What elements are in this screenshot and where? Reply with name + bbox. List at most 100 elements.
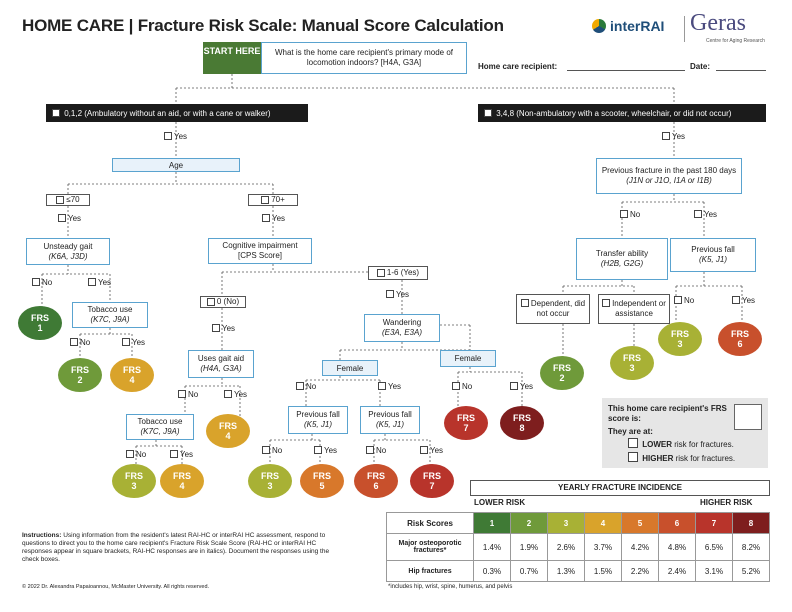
higher-risk-option[interactable]: HIGHER risk for fractures.	[628, 452, 735, 463]
age-le70-option[interactable]: ≤70	[46, 194, 90, 206]
yes-checkbox[interactable]	[314, 446, 322, 454]
independent-checkbox[interactable]	[602, 299, 611, 307]
no-checkbox[interactable]	[452, 382, 460, 390]
no-option[interactable]: No	[70, 338, 90, 347]
frs-score: 1	[37, 323, 43, 333]
yes-checkbox[interactable]	[58, 214, 66, 222]
yes-checkbox[interactable]	[510, 382, 518, 390]
tobacco-use-text: Tobacco use	[137, 417, 183, 426]
yes-option[interactable]: Yes	[122, 338, 145, 347]
no-checkbox[interactable]	[126, 450, 134, 458]
branch-ambulatory-checkbox[interactable]	[52, 109, 60, 117]
yes-option[interactable]: Yes	[212, 324, 235, 333]
no-option[interactable]: No	[296, 382, 316, 391]
yes-text: Yes	[174, 132, 188, 141]
uses-gait-aid-text: Uses gait aid	[197, 354, 245, 363]
yes-checkbox[interactable]	[212, 324, 220, 332]
no-checkbox[interactable]	[70, 338, 78, 346]
yes-checkbox[interactable]	[732, 296, 740, 304]
yes-checkbox[interactable]	[88, 278, 96, 286]
frs-score: 6	[373, 481, 379, 491]
cps-0-checkbox[interactable]	[206, 298, 215, 306]
cps-1-6-option[interactable]: 1-6 (Yes)	[368, 266, 428, 280]
lower-risk-checkbox[interactable]	[628, 438, 638, 448]
higher-risk-checkbox[interactable]	[628, 452, 638, 462]
frs-label: FRS	[71, 365, 89, 375]
previous-fall-code: (K5, J1)	[375, 420, 404, 429]
date-field[interactable]	[716, 70, 766, 71]
no-option[interactable]: No	[452, 382, 472, 391]
no-option[interactable]: No	[620, 210, 640, 219]
interrai-logo-text: interRAI	[610, 18, 665, 34]
yes-option[interactable]: Yes	[170, 450, 193, 459]
no-option[interactable]: No	[178, 390, 198, 399]
dependent-checkbox[interactable]	[520, 299, 529, 307]
yes-option[interactable]: Yes	[386, 290, 409, 299]
yes-option[interactable]: Yes	[224, 390, 247, 399]
no-text: No	[188, 390, 199, 399]
no-checkbox[interactable]	[296, 382, 304, 390]
no-option[interactable]: No	[32, 278, 52, 287]
yes-option[interactable]: Yes	[378, 382, 401, 391]
yes-text: Yes	[742, 296, 756, 305]
lower-risk-option[interactable]: LOWER risk for fractures.	[628, 438, 734, 449]
no-option[interactable]: No	[262, 446, 282, 455]
frs-score: 5	[319, 481, 325, 491]
cps-0-text: 0 (No)	[216, 297, 240, 306]
locomotion-question-text: What is the home care recipient's primar…	[274, 48, 454, 67]
yes-option[interactable]: Yes	[58, 214, 81, 223]
yes-checkbox[interactable]	[170, 450, 178, 458]
frs-label: FRS	[219, 421, 237, 431]
no-checkbox[interactable]	[674, 296, 682, 304]
yes-checkbox[interactable]	[262, 214, 270, 222]
yes-checkbox[interactable]	[694, 210, 702, 218]
no-checkbox[interactable]	[32, 278, 40, 286]
yes-option[interactable]: Yes	[662, 132, 685, 141]
yes-option[interactable]: Yes	[420, 446, 443, 455]
dependent-option[interactable]: Dependent, did not occur	[516, 294, 590, 324]
yes-text: Yes	[132, 338, 146, 347]
branch-non-ambulatory-checkbox[interactable]	[484, 109, 492, 117]
wandering-node: Wandering(E3A, E3A)	[364, 314, 440, 342]
age-70plus-option[interactable]: 70+	[248, 194, 298, 206]
major-cell: 1.9%	[510, 533, 548, 561]
yes-option[interactable]: Yes	[164, 132, 187, 141]
frs-score-input[interactable]	[734, 404, 762, 430]
yes-checkbox[interactable]	[122, 338, 130, 346]
yes-text: Yes	[388, 382, 402, 391]
hip-cell: 2.2%	[621, 560, 659, 582]
no-checkbox[interactable]	[262, 446, 270, 454]
age-le70-checkbox[interactable]	[56, 196, 65, 204]
score-cell: 7	[695, 512, 733, 534]
frs-score: 4	[225, 431, 231, 441]
yes-checkbox[interactable]	[378, 382, 386, 390]
higher-risk-label: HIGHER RISK	[700, 498, 753, 507]
yes-option[interactable]: Yes	[694, 210, 717, 219]
score-panel-heading: This home care recipient's FRS score is:	[608, 404, 727, 423]
yes-option[interactable]: Yes	[732, 296, 755, 305]
yes-text: Yes	[430, 446, 444, 455]
yes-checkbox[interactable]	[420, 446, 428, 454]
no-option[interactable]: No	[674, 296, 694, 305]
yes-checkbox[interactable]	[224, 390, 232, 398]
yes-checkbox[interactable]	[662, 132, 670, 140]
yes-option[interactable]: Yes	[88, 278, 111, 287]
recipient-field[interactable]	[567, 70, 685, 71]
age-70plus-checkbox[interactable]	[261, 196, 270, 204]
yes-checkbox[interactable]	[164, 132, 172, 140]
cps-1-6-checkbox[interactable]	[376, 269, 385, 277]
yes-option[interactable]: Yes	[262, 214, 285, 223]
hip-cell: 2.4%	[658, 560, 696, 582]
table-row: Risk Scores 1 2 3 4 5 6 7 8	[386, 512, 770, 534]
no-checkbox[interactable]	[620, 210, 628, 218]
no-option[interactable]: No	[126, 450, 146, 459]
no-option[interactable]: No	[366, 446, 386, 455]
no-checkbox[interactable]	[178, 390, 186, 398]
cps-0-option[interactable]: 0 (No)	[200, 296, 246, 308]
yes-option[interactable]: Yes	[314, 446, 337, 455]
yes-option[interactable]: Yes	[510, 382, 533, 391]
yes-checkbox[interactable]	[386, 290, 394, 298]
independent-option[interactable]: Independent or assistance	[598, 294, 670, 324]
no-checkbox[interactable]	[366, 446, 374, 454]
